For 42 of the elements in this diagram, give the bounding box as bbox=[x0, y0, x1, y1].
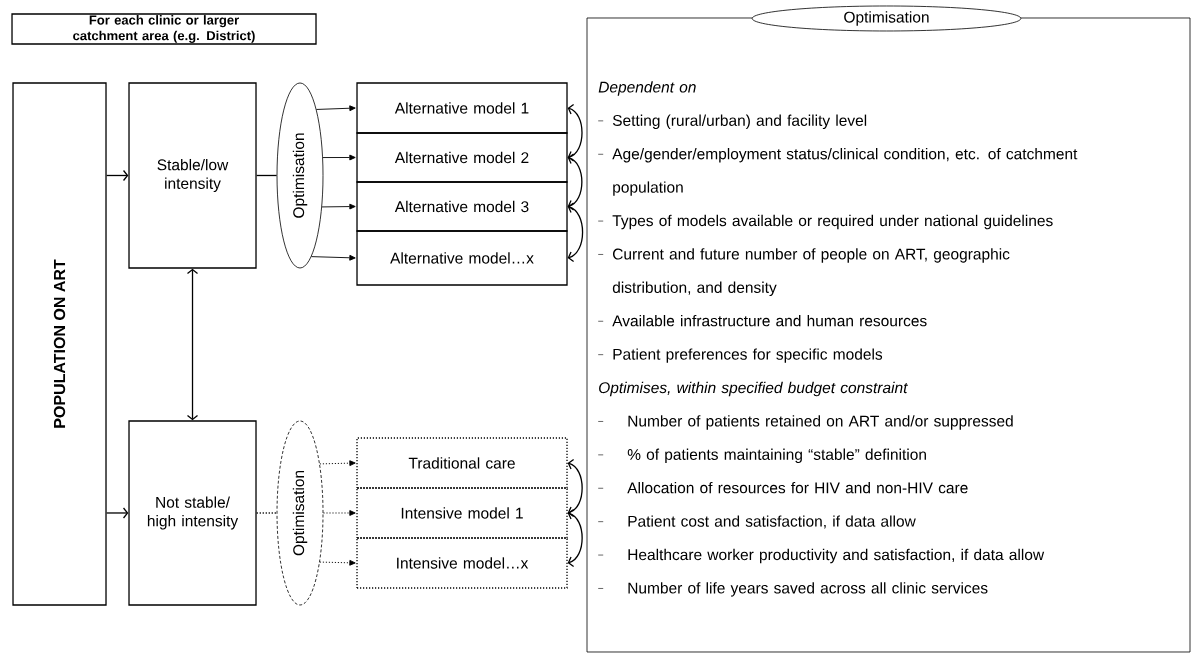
list-item: Current and future number of people on ART, geographic distribution, and density bbox=[597, 248, 1010, 297]
list-item: Number of patients retained on ART and/or suppressed bbox=[597, 415, 1013, 430]
model-box: Intensive model 1 bbox=[356, 487, 568, 539]
model-box: Alternative model…x bbox=[356, 230, 568, 286]
model-box: Alternative model 2 bbox=[356, 132, 568, 183]
arrow bbox=[106, 507, 129, 519]
list-item: Allocation of resources for HIV and non-HIV care bbox=[597, 482, 968, 494]
category-box: Stable/low intensity bbox=[128, 82, 257, 269]
arrow bbox=[310, 254, 356, 261]
curved-arrow bbox=[567, 153, 583, 211]
curved-arrow bbox=[567, 508, 583, 568]
arrow bbox=[106, 169, 129, 182]
list-item: Age/gender/employment status/clinical condition, etc. of catchment population bbox=[597, 148, 1078, 196]
population-box: POPULATION ON ART bbox=[12, 82, 107, 606]
list-item: Patient cost and satisfaction, if data allow bbox=[597, 515, 916, 529]
list-item: Number of life years saved across all clinic services bbox=[597, 582, 988, 597]
list-item: Setting (rural/urban) and facility level bbox=[597, 114, 867, 130]
arrow bbox=[322, 154, 356, 161]
model-box: Intensive model…x bbox=[356, 537, 568, 589]
arrow bbox=[322, 510, 356, 516]
connector-line bbox=[256, 512, 278, 514]
category-box: Not stable/ high intensity bbox=[128, 420, 257, 606]
arrow bbox=[319, 559, 356, 566]
list-item: Types of models available or required under national guidelines bbox=[597, 214, 1053, 230]
list-item: Available infrastructure and human resources bbox=[597, 315, 927, 327]
model-box: Traditional care bbox=[356, 437, 568, 489]
arrow bbox=[321, 203, 356, 210]
curved-arrow bbox=[567, 458, 583, 518]
list-item: % of patients maintaining “stable” definition bbox=[597, 448, 926, 464]
model-box: Alternative model 1 bbox=[356, 82, 568, 134]
connector-line bbox=[256, 174, 278, 177]
arrow bbox=[186, 268, 199, 421]
list-item: Healthcare worker productivity and satisfaction, if data allow bbox=[597, 548, 1045, 564]
list-item: Patient preferences for specific models bbox=[597, 348, 883, 363]
curved-arrow bbox=[567, 202, 584, 263]
arrow bbox=[319, 460, 356, 467]
arrow bbox=[316, 105, 356, 112]
heading-box: For each clinic or larger catchment area (e.g. District) bbox=[11, 13, 317, 45]
curved-arrow bbox=[567, 103, 583, 162]
section-heading: Dependent on bbox=[598, 81, 696, 96]
model-box: Alternative model 3 bbox=[356, 181, 568, 232]
section-heading: Optimises, within specified budget constraint bbox=[599, 381, 908, 397]
